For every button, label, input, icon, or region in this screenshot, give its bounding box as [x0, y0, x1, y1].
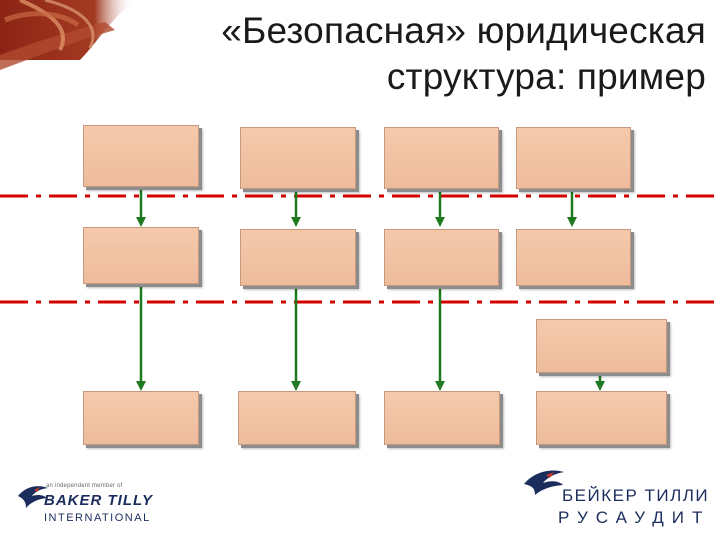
title-line-1: «Безопасная» юридическая	[221, 10, 706, 51]
baker-tilly-bird-icon	[18, 486, 48, 508]
logo-name: BAKER TILLY	[44, 492, 154, 509]
entity-box-r1c3	[384, 127, 499, 189]
logo-subtitle: INTERNATIONAL	[44, 512, 151, 524]
entity-box-r1c4	[516, 127, 631, 189]
baker-tilly-international-logo: an independent member of BAKER TILLY INT…	[16, 480, 156, 530]
logo-line-1: БЕЙКЕР ТИЛЛИ	[562, 486, 710, 505]
entity-box-r3c4-upper	[536, 319, 667, 373]
baker-tilly-rusaudit-logo: БЕЙКЕР ТИЛЛИ РУСАУДИТ	[520, 462, 710, 534]
entity-box-r4c4	[536, 391, 667, 445]
baker-tilly-bird-icon	[524, 470, 564, 495]
entity-box-r4c1	[83, 391, 199, 445]
entity-box-r2c1	[83, 227, 199, 284]
entity-box-r4c3	[384, 391, 500, 445]
entity-box-r1c2	[240, 127, 356, 189]
title-line-2: структура: пример	[386, 56, 706, 97]
entity-box-r1c1	[83, 125, 199, 187]
entity-box-r2c4	[516, 229, 631, 286]
logo-line-2: РУСАУДИТ	[558, 508, 711, 527]
page-title: «Безопасная» юридическая структура: прим…	[86, 8, 706, 100]
logo-tagline: an independent member of	[46, 483, 123, 489]
entity-box-r2c2	[240, 229, 356, 286]
entity-box-r4c2	[238, 391, 356, 445]
entity-box-r2c3	[384, 229, 499, 286]
